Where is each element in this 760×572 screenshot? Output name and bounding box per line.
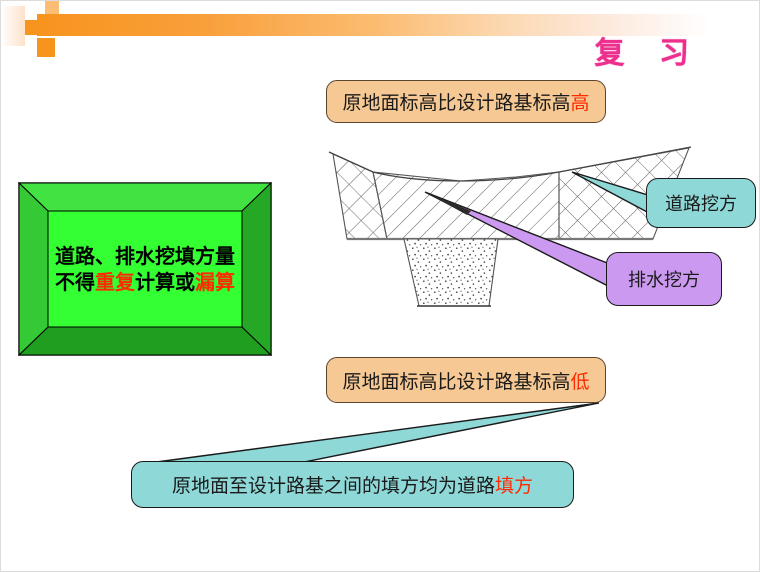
callout-road-fill-text: 原地面至设计路基之间的填方均为道路 [171,475,495,497]
diagonal-hatch-roadbed [372,171,560,240]
callout-drainage-cut-label: 排水挖方 [628,270,700,291]
callout-road-fill-highlight: 填方 [495,475,534,497]
green-box-text: 道路、排水挖填方量 不得重复计算或漏算 [18,182,272,356]
orange-top-highlight: 高 [570,92,590,114]
green-line2-highlight-1: 重复 [95,270,135,294]
deco-square-wash-left [1,6,25,46]
road-fill-pointer [148,402,600,464]
orange-box-lower[interactable]: 原地面标高比设计路基标高低 [326,357,606,403]
orange-box-higher[interactable]: 原地面标高比设计路基标高高 [326,80,606,123]
original-ground-surface-line [328,146,692,182]
callout-drainage-cut[interactable]: 排水挖方 [606,252,722,306]
orange-bottom-highlight: 低 [570,370,590,393]
header-gradient-bar [37,14,753,36]
green-box-frame [18,182,272,356]
stipple-drainage-trench [403,238,499,307]
page-title: 复 习 [594,36,701,71]
green-highlight-box: 道路、排水挖填方量 不得重复计算或漏算 [18,182,272,356]
green-box-line1: 道路、排水挖填方量 [55,243,235,268]
callout-road-fill[interactable]: 原地面至设计路基之间的填方均为道路填方 [131,461,574,508]
green-box-line2: 不得重复计算或漏算 [55,269,235,295]
callout-road-cut[interactable]: 道路挖方 [646,178,756,228]
orange-top-text: 原地面标高比设计路基标高 [342,92,571,114]
callout-road-cut-label: 道路挖方 [665,194,737,215]
deco-square-bottom-orange [37,38,55,57]
green-line2-c: 计算或 [135,270,195,294]
green-line2-highlight-2: 漏算 [195,270,235,294]
header-decoration [1,1,759,63]
green-line2-a: 不得 [55,270,95,294]
orange-bottom-text: 原地面标高比设计路基标高 [342,370,571,393]
deco-square-small-orange [23,20,38,35]
